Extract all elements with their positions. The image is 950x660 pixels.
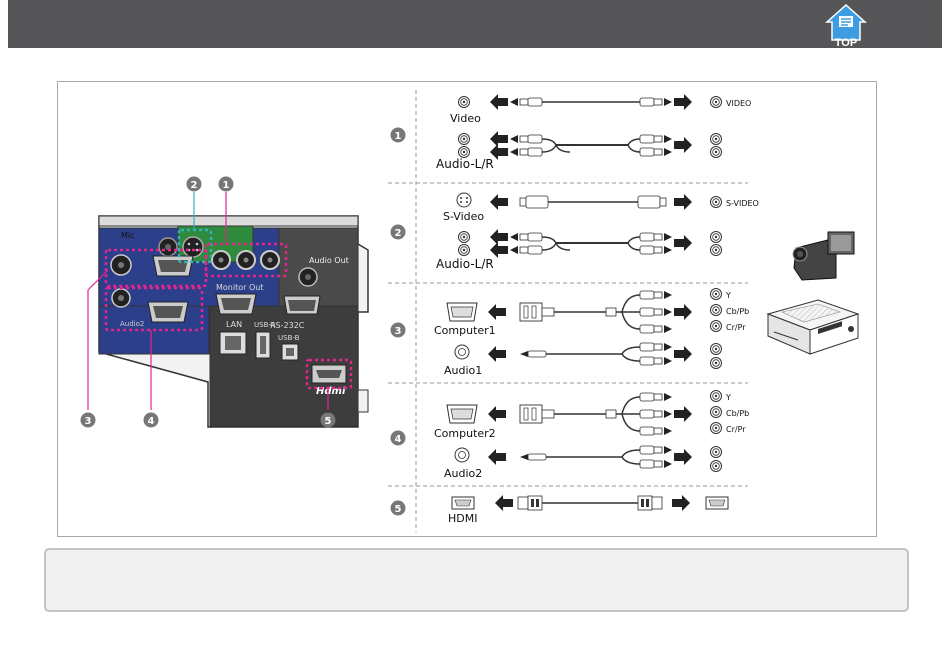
audio-r-port [261, 251, 279, 269]
svg-text:2: 2 [395, 228, 402, 239]
row-number-3: 3 [391, 323, 406, 338]
monitor-out-label: Monitor Out [216, 283, 263, 292]
page-header [8, 0, 942, 48]
cb-label-4: Cb/Pb [726, 409, 749, 418]
s-video-jack-icon [457, 193, 471, 207]
hdmi-label: HDMI [448, 512, 477, 525]
audio1-label: Audio1 [444, 364, 482, 377]
computer2-label: Computer2 [434, 427, 496, 440]
computer1-label: Computer1 [434, 324, 496, 337]
row-3: 3 Computer1 Y Cb/Pb Cr/Pr Audio1 [391, 289, 750, 378]
audio-lr-label-1: Audio-L/R [436, 157, 494, 171]
callout-3: 3 [81, 413, 96, 428]
s-video-source-label: S-Video [443, 210, 484, 223]
s-video-plug-right [638, 196, 666, 208]
audio2-row-label: Audio2 [444, 467, 482, 480]
audio1-jack-icon [455, 345, 469, 359]
cb-label-3: Cb/Pb [726, 307, 749, 316]
lan-port [220, 332, 246, 354]
svg-text:2: 2 [191, 180, 198, 191]
audio-out-jack [299, 268, 317, 286]
y-label-3: Y [725, 291, 731, 300]
row-4: 4 Computer2 Y Cb/Pb Cr/Pr Audio2 [391, 391, 750, 481]
audio2-jack-icon [455, 448, 469, 462]
projector-rear-panel: Mic Audio Out Audio2 Monitor Out RS-232C… [81, 177, 369, 428]
row-number-2: 2 [391, 225, 406, 240]
audio2-jack [112, 289, 130, 307]
callout-5: 5 [321, 413, 336, 428]
callout-1: 1 [219, 177, 234, 192]
hdmi-plug-left [518, 496, 542, 510]
top-label: TOP [835, 37, 857, 46]
camcorder-icon [793, 232, 854, 280]
row-number-5: 5 [391, 501, 406, 516]
rs232c-port [284, 296, 320, 314]
usb-a-port [256, 332, 270, 358]
video-source-label: Video [450, 112, 481, 125]
svg-text:4: 4 [395, 434, 402, 445]
home-icon [827, 5, 865, 40]
dvd-player-icon [768, 300, 858, 354]
usb-b-label: USB-B [278, 334, 300, 342]
connection-figure: Mic Audio Out Audio2 Monitor Out RS-232C… [57, 81, 877, 537]
video-port [212, 251, 230, 269]
callout-2: 2 [187, 177, 202, 192]
cr-label-3: Cr/Pr [726, 323, 746, 332]
svg-text:3: 3 [85, 416, 92, 427]
mic-jack [159, 238, 177, 256]
svg-text:4: 4 [148, 416, 155, 427]
y-label-4: Y [725, 393, 731, 402]
mini-plug-3 [520, 351, 546, 357]
audio-l-port [237, 251, 255, 269]
mini-plug-4 [520, 454, 546, 460]
row-5: 5 HDMI [391, 495, 729, 525]
connection-diagram: Mic Audio Out Audio2 Monitor Out RS-232C… [58, 82, 876, 536]
usb-a-label: USB-A [254, 321, 276, 329]
video-dest-label: VIDEO [726, 99, 751, 108]
hdmi-plug-right [638, 496, 662, 510]
row-1: 1 Video VIDEO Audio-L/R [391, 94, 752, 171]
svg-text:1: 1 [395, 131, 402, 142]
row-number-4: 4 [391, 431, 406, 446]
hdmi-dest-icon [706, 497, 728, 509]
row-number-1: 1 [391, 128, 406, 143]
svg-text:1: 1 [223, 180, 230, 191]
monitor-out-port [216, 294, 256, 314]
audio1-jack [111, 255, 131, 275]
s-video-plug-left [520, 196, 548, 208]
computer2-port [148, 302, 188, 322]
s-video-dest-label: S-VIDEO [726, 199, 759, 208]
connection-table: 1 Video VIDEO Audio-L/R [388, 90, 858, 532]
svg-text:5: 5 [325, 416, 332, 427]
cr-label-4: Cr/Pr [726, 425, 746, 434]
hdmi-source-icon [452, 497, 474, 509]
usb-b-port [282, 344, 298, 360]
audio-out-label: Audio Out [309, 256, 349, 265]
hdmi-port [312, 365, 346, 383]
callout-4: 4 [144, 413, 159, 428]
s-video-port [183, 237, 203, 257]
audio-lr-label-2: Audio-L/R [436, 257, 494, 271]
svg-text:3: 3 [395, 326, 402, 337]
top-button[interactable]: TOP [823, 2, 869, 46]
mic-label: Mic [121, 231, 135, 240]
computer1-port [153, 256, 193, 276]
row-2: 2 S-Video S-VIDEO Audio-L/R [391, 193, 759, 271]
audio2-label: Audio2 [120, 320, 144, 328]
note-box [44, 548, 909, 612]
lan-label: LAN [226, 320, 242, 329]
svg-text:5: 5 [395, 504, 402, 515]
